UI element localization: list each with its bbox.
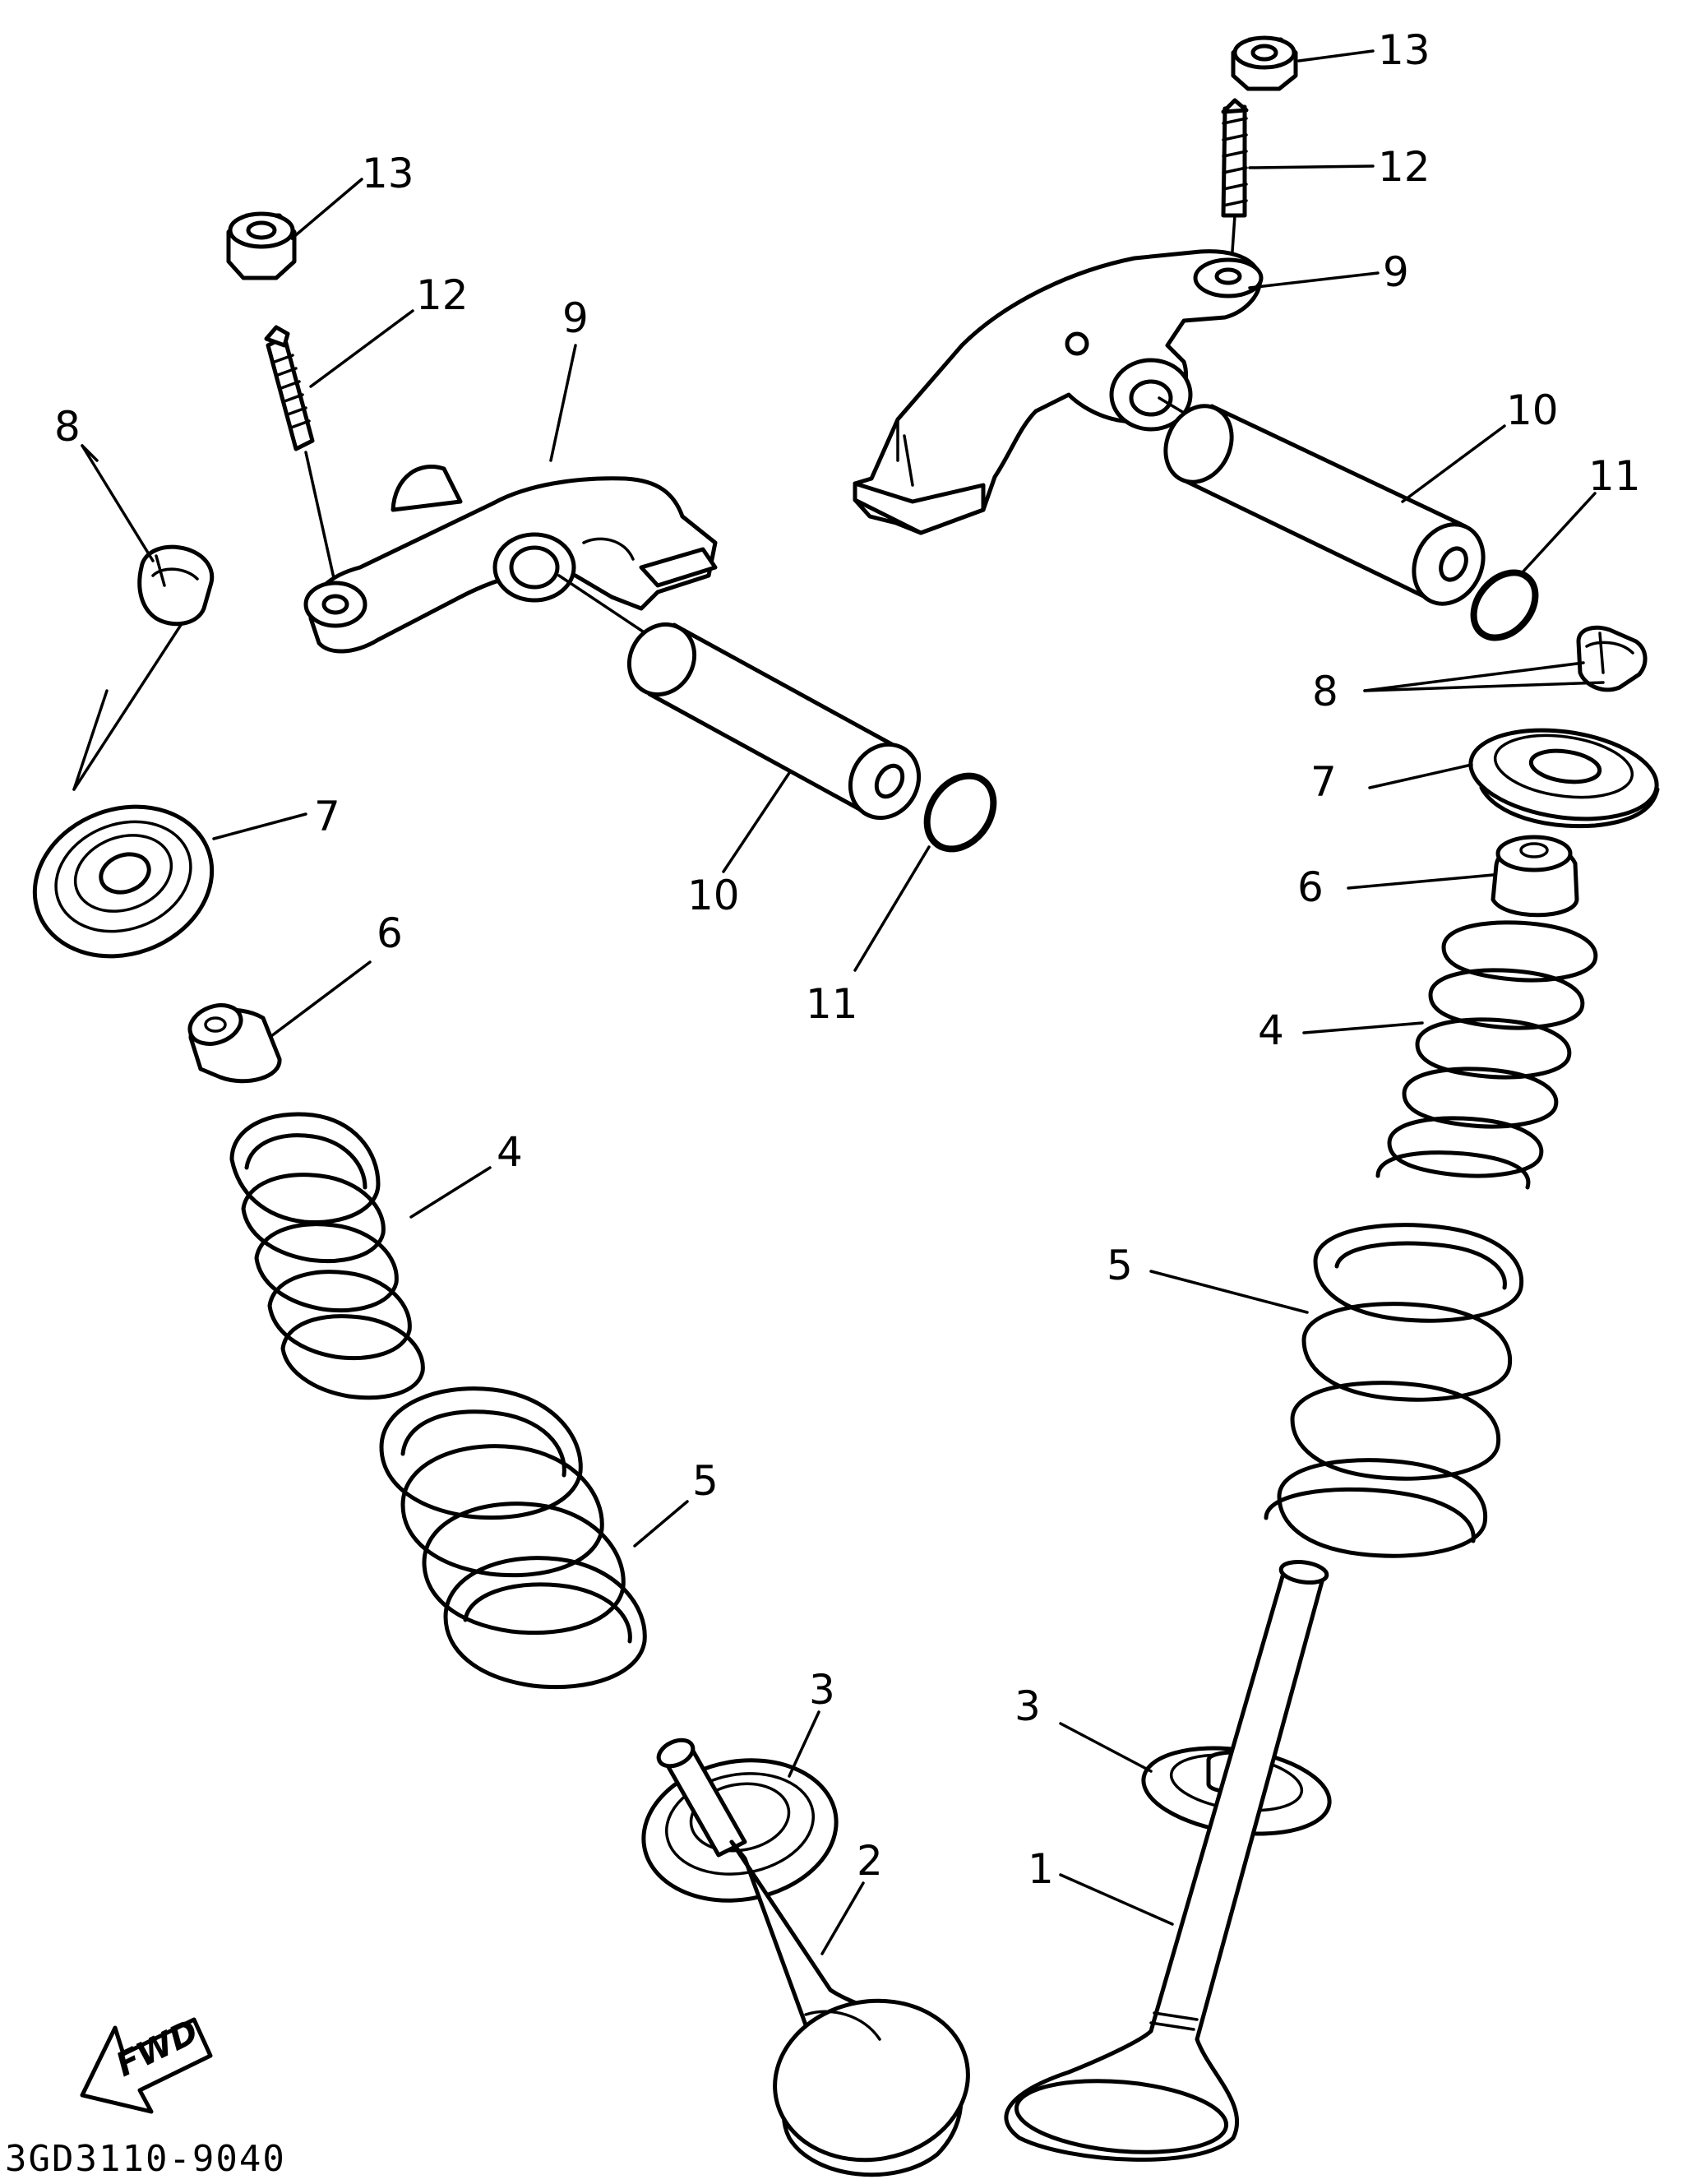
inner-valve-spring-right xyxy=(1375,920,1598,1190)
callout-4-right: 4 xyxy=(1258,1006,1284,1054)
callout-7-left: 7 xyxy=(314,793,340,840)
callout-11-right: 11 xyxy=(1588,452,1641,500)
valve-cotters-left xyxy=(137,544,215,627)
leader-7-right xyxy=(1368,763,1473,789)
rocker-arm-left xyxy=(303,464,718,654)
leader-4-left xyxy=(409,1166,492,1219)
callout-7-right: 7 xyxy=(1310,758,1337,806)
leader-8-left-b xyxy=(81,444,99,462)
callout-12-right: 12 xyxy=(1378,143,1430,191)
callout-10-right: 10 xyxy=(1506,386,1559,434)
leader-8-right-b xyxy=(1363,681,1605,692)
stud-bolt-right xyxy=(1221,98,1249,218)
leader-5-left xyxy=(633,1500,689,1548)
leader-13-right xyxy=(1297,49,1375,62)
callout-6-left: 6 xyxy=(377,909,403,957)
retainer-axis-left xyxy=(72,623,183,791)
callout-13-right: 13 xyxy=(1378,26,1430,74)
leader-11-right xyxy=(1519,492,1597,576)
leader-1 xyxy=(1059,1873,1174,1926)
nut-left xyxy=(226,211,297,280)
o-ring-right xyxy=(1470,569,1539,641)
retainer-axis-left-2 xyxy=(72,689,109,791)
callout-2: 2 xyxy=(857,1837,883,1885)
leader-9-right xyxy=(1248,271,1380,289)
leader-11-left xyxy=(853,845,931,972)
leader-5-right xyxy=(1149,1270,1309,1314)
leader-9-left xyxy=(549,344,577,462)
leader-10-right xyxy=(1401,424,1506,503)
leader-6-left xyxy=(270,960,372,1038)
stud-bolt-left xyxy=(264,325,315,451)
callout-9-right: 9 xyxy=(1383,248,1409,296)
rocker-shaft-left xyxy=(626,622,922,821)
leader-7-left xyxy=(212,812,307,840)
intake-valve xyxy=(656,1737,970,2177)
nut-right xyxy=(1231,35,1298,91)
callout-11-left: 11 xyxy=(806,980,858,1028)
shaft-axis-left xyxy=(557,574,659,643)
valve-stem-seal-left xyxy=(187,1003,282,1084)
stud-axis-left xyxy=(304,451,337,587)
exhaust-valve xyxy=(1004,1559,1329,2162)
callout-3-right: 3 xyxy=(1015,1682,1041,1730)
rocker-arm-right xyxy=(853,249,1264,535)
o-ring-left xyxy=(923,772,997,853)
leader-3-left xyxy=(788,1710,820,1778)
leader-3-right xyxy=(1059,1722,1153,1773)
leader-6-right xyxy=(1347,873,1495,890)
callout-1: 1 xyxy=(1028,1845,1054,1893)
spring-retainer-left xyxy=(32,804,215,959)
callout-9-left: 9 xyxy=(562,294,589,342)
leader-12-right xyxy=(1248,164,1375,169)
callout-8-left: 8 xyxy=(54,403,81,451)
inner-valve-spring-left xyxy=(229,1112,425,1400)
callout-12-left: 12 xyxy=(416,271,469,319)
leader-12-left xyxy=(309,309,414,388)
leader-8-left-a xyxy=(81,444,155,562)
spring-retainer-right xyxy=(1468,728,1660,829)
callout-5-left: 5 xyxy=(692,1457,719,1505)
leader-10-left xyxy=(722,771,791,873)
outer-valve-spring-right xyxy=(1264,1223,1524,1558)
fwd-arrow-icon: FWD xyxy=(80,2013,213,2114)
callout-5-right: 5 xyxy=(1107,1242,1133,1289)
callout-6-right: 6 xyxy=(1297,863,1324,911)
callout-8-right: 8 xyxy=(1312,668,1338,715)
leader-2 xyxy=(820,1881,865,1955)
valve-cotters-right xyxy=(1576,625,1648,692)
callout-13-left: 13 xyxy=(362,150,414,197)
leader-13-left xyxy=(290,178,363,240)
rocker-shaft-right xyxy=(1163,404,1486,606)
leader-8-right-a xyxy=(1363,661,1585,692)
callout-4-left: 4 xyxy=(497,1128,523,1176)
diagram-part-code: 3GD3110-9040 xyxy=(5,2138,286,2180)
outer-valve-spring-left xyxy=(379,1386,647,1690)
leader-4-right xyxy=(1302,1021,1424,1034)
callout-3-left: 3 xyxy=(809,1666,835,1714)
callout-10-left: 10 xyxy=(687,872,740,919)
valve-stem-seal-right xyxy=(1491,835,1579,918)
